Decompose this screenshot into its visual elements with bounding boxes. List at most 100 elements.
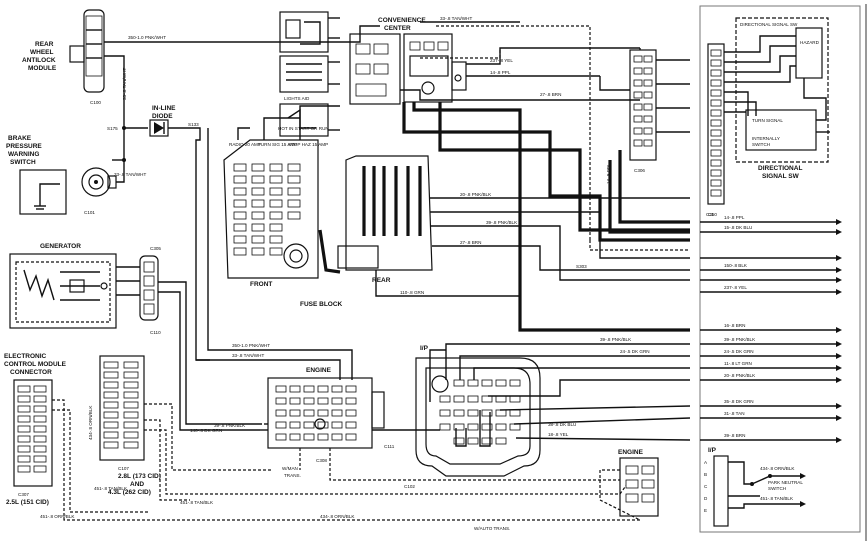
generator: GENERATOR C110: [9, 243, 161, 335]
brake-label-1: BRAKE: [8, 135, 32, 142]
right-wire-8: 11-.8 LT GRN: [724, 361, 752, 366]
ip-wire-24: 24-.5 DK GRN: [620, 349, 650, 354]
abs-label-4: MODULE: [28, 65, 57, 72]
conn-c307: C307: [18, 492, 29, 497]
diode-label-1: IN-LINE: [152, 105, 176, 112]
pn-letter-e: E: [704, 508, 707, 513]
conn-c305: C306: [634, 168, 645, 173]
brake-label-3: WARNING: [8, 151, 39, 158]
lights-aid-label: LIGHTS AID: [284, 96, 310, 101]
pn-wire-2: 451-.8 TAN/BLK: [760, 496, 794, 501]
right-sheet: TURN SIGNAL INTERNALLY SWITCH HAZARD DIR…: [699, 4, 867, 541]
pn-letter-a: A: [704, 460, 708, 465]
wauto-label: W/AUTO TRANS.: [474, 526, 510, 531]
brake-label-4: SWITCH: [10, 159, 36, 166]
park-neutral-label-1: PARK NEUTRAL: [768, 480, 803, 485]
wire-27-brn: 27-.8 BRN: [540, 92, 561, 97]
conn-c111: C111: [384, 444, 395, 449]
abs-label-2: WHEEL: [30, 49, 54, 56]
conn-c102: C102: [404, 484, 415, 489]
inline-diode: IN-LINE DIODE S175 S133: [107, 105, 199, 137]
right-wire-6: 39-.8 PNK/BLK: [724, 337, 756, 342]
right-wire-10: 35-.8 DK GRN: [724, 399, 754, 404]
ip-right-label: I/P: [708, 447, 717, 454]
fuse-stop-haz: STOP HAZ 15 AMP: [288, 142, 328, 147]
turn-signal-label: TURN SIGNAL: [752, 118, 783, 123]
splice-s133: S133: [188, 122, 199, 127]
ecm-25-label: 2.5L (151 CID): [6, 499, 49, 506]
conn-c306: C305: [150, 246, 161, 251]
ecm-and-label: AND: [130, 481, 144, 488]
fuse-block: RADIO 20 AMP TURN SIG 15 AMP STOP HAZ 15…: [223, 139, 328, 288]
hazard-label: HAZARD: [800, 40, 820, 45]
engine-center-label: ENGINE: [306, 367, 332, 374]
ecm-label-3: CONNECTOR: [10, 369, 52, 376]
conn-c107: C107: [118, 466, 129, 471]
splice-s175: S175: [107, 126, 118, 131]
brake-pressure-switch: BRAKE PRESSURE WARNING SWITCH C101: [6, 135, 117, 215]
pn-letter-d: D: [704, 496, 708, 501]
park-neutral-switch: I/P A B C D E 434-.8 ORN/BLK PARK NEUTRA…: [704, 447, 806, 527]
wire-top-33: 33-.8 TAN/WHT: [440, 16, 472, 21]
splice-s303: S303: [576, 264, 587, 269]
fuse-rear-label: REAR: [372, 277, 391, 284]
engine-connector-right: ENGINE W/AUTO TRANS.: [474, 449, 659, 531]
wire-39-engine: 39-.8 PNK/BLK: [214, 423, 246, 428]
wman-label-1: W/MAN: [282, 466, 298, 471]
right-wire-9: 20-.8 PNK/BLK: [724, 373, 756, 378]
wire-434-bottom: 434-.8 ORN/BLK: [320, 514, 355, 519]
brake-label-2: PRESSURE: [6, 143, 42, 150]
right-wire-12: 39-.8 BRN: [724, 433, 745, 438]
wire-237-yel: 237-.8 YEL: [490, 58, 513, 63]
pn-wire-1: 434-.8 ORN/BLK: [760, 466, 795, 471]
wire-434-vertical: 434-.8 ORN/BLK: [88, 405, 93, 440]
ip-wire-38: 38-.8 DK BLU: [548, 422, 576, 427]
right-outbound-wires: 14-.8 PPL 15-.8 DK BLU 150-.8 BLK 237-.8…: [700, 215, 842, 443]
fuse-block-rear: REAR FUSE BLOCK: [300, 155, 433, 308]
wire-33-engine: 33-.8 TAN/WHT: [232, 353, 264, 358]
wire-451-bottom: 451-.8 ORN/BLK: [40, 514, 75, 519]
generator-label: GENERATOR: [40, 243, 81, 250]
rear-abs-module: REAR WHEEL ANTILOCK MODULE C100: [22, 9, 105, 105]
diode-label-2: DIODE: [152, 113, 173, 120]
ecm-label-2: CONTROL MODULE: [4, 361, 67, 368]
wire-14-ppl: 14-.8 PPL: [490, 70, 511, 75]
ecm-connector-2: C107 2.8L (173 CID) AND 4.3L (262 CID): [99, 355, 161, 496]
ecm-connector: ELECTRONIC CONTROL MODULE CONNECTOR C307…: [4, 353, 67, 506]
wire-14-vertical: 14-.8 PPL: [606, 163, 611, 184]
wire-110-grn: 110-.8 GRN: [400, 290, 424, 295]
wire-33-vertical: 33-.8 TAN/WHT: [122, 68, 127, 100]
fuse-radio: RADIO 20 AMP: [229, 142, 261, 147]
wire-350-top: 350-1.0 PNK/WHT: [128, 35, 166, 40]
conv-label-2: CENTER: [384, 25, 411, 32]
wire-39-pnkblk: 39-.8 PNK/BLK: [486, 220, 518, 225]
abs-label-1: REAR: [35, 41, 54, 48]
right-wire-2: 15-.8 DK BLU: [724, 225, 752, 230]
convenience-center: CONVENIENCE CENTER: [349, 17, 467, 105]
pn-letter-b: B: [704, 472, 707, 477]
wire-451-bottom-2: 451-.8 TAN/BLK: [180, 500, 214, 505]
fuse-front-label: FRONT: [250, 281, 272, 288]
directional-tiny-label: DIRECTIONAL SIGNAL SW: [740, 22, 798, 27]
fuse-block-title: FUSE BLOCK: [300, 301, 343, 308]
wire-33-brake: 33-.8 TAN/WHT: [114, 172, 146, 177]
wire-451-lower: 451-.8 TAN/BLK: [94, 486, 128, 491]
abs-label-3: ANTILOCK: [22, 57, 56, 64]
bulkhead-connector: C306 C350: [629, 49, 717, 217]
wman-label-2: TRANS.: [284, 473, 301, 478]
park-neutral-label-2: SWITCH: [768, 486, 786, 491]
conn-c110: C110: [150, 330, 161, 335]
right-wire-3: 150-.8 BLK: [724, 263, 748, 268]
internally-label: INTERNALLY: [752, 136, 780, 141]
conn-c308: C308: [316, 458, 327, 463]
ip-wire-18: 18-.8 YEL: [548, 432, 569, 437]
right-wire-4: 237-.8 YEL: [724, 285, 747, 290]
engine-right-label: ENGINE: [618, 449, 644, 456]
ip-connector: I/P C102: [404, 345, 541, 489]
conn-c100: C100: [90, 100, 101, 105]
directional-title-1: DIRECTIONAL: [758, 165, 802, 172]
right-wire-5: 16-.8 BRN: [724, 323, 745, 328]
right-wire-11: 31-.8 TAN: [724, 411, 745, 416]
conv-label-1: CONVENIENCE: [378, 17, 426, 24]
